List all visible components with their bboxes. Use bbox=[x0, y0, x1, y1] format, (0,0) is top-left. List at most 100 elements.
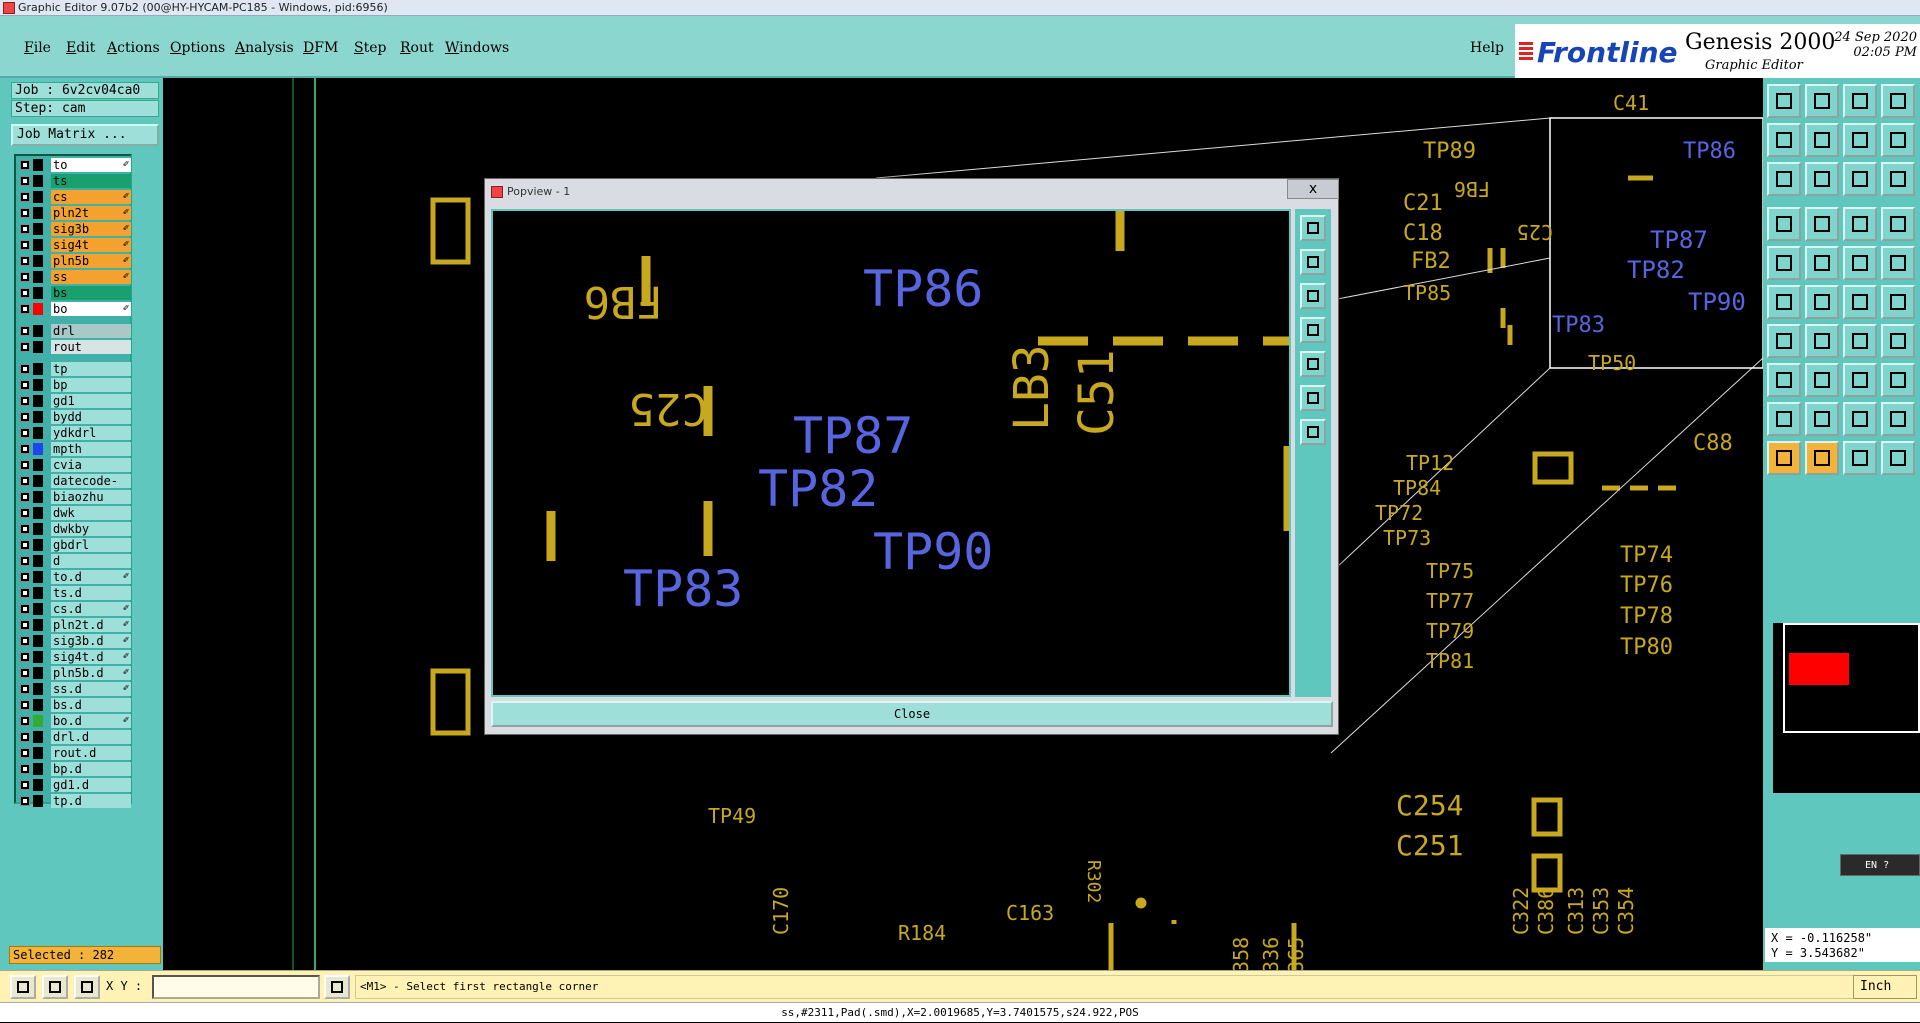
menu-edit[interactable]: Edit bbox=[66, 40, 96, 56]
layer-checkbox[interactable] bbox=[20, 208, 30, 218]
tool-triangle-line-button[interactable] bbox=[1843, 402, 1877, 436]
layer-checkbox[interactable] bbox=[20, 192, 30, 202]
layer-row-biaozhu[interactable]: biaozhu bbox=[18, 490, 131, 504]
layer-checkbox[interactable] bbox=[20, 652, 30, 662]
layer-row-sig4t.d[interactable]: sig4t.d✐ bbox=[18, 650, 131, 664]
layer-row-pln2t.d[interactable]: pln2t.d✐ bbox=[18, 618, 131, 632]
layer-row-pln2t[interactable]: pln2t✐ bbox=[18, 206, 131, 220]
layer-checkbox[interactable] bbox=[20, 524, 30, 534]
menu-analysis[interactable]: Analysis bbox=[235, 40, 294, 56]
layer-row-ydkdrl[interactable]: ydkdrl bbox=[18, 426, 131, 440]
tool-triangle-alt-button[interactable] bbox=[1805, 402, 1839, 436]
layer-row-gd1.d[interactable]: gd1.d bbox=[18, 778, 131, 792]
menu-dfm[interactable]: DFM bbox=[303, 40, 339, 56]
layer-row-dwkby[interactable]: dwkby bbox=[18, 522, 131, 536]
menu-windows[interactable]: Windows bbox=[445, 40, 510, 56]
layer-checkbox[interactable] bbox=[20, 412, 30, 422]
layer-row-ts[interactable]: ts bbox=[18, 174, 131, 188]
tool-pointer-active-button[interactable] bbox=[1805, 441, 1839, 475]
tool-copy-button[interactable] bbox=[1805, 246, 1839, 280]
tool-triangle-alt2-button[interactable] bbox=[1881, 402, 1915, 436]
layer-checkbox[interactable] bbox=[20, 716, 30, 726]
layer-row-drl.d[interactable]: drl.d bbox=[18, 730, 131, 744]
layer-row-ts.d[interactable]: ts.d bbox=[18, 586, 131, 600]
layer-row-gd1[interactable]: gd1 bbox=[18, 394, 131, 408]
layer-row-sig4t[interactable]: sig4t✐ bbox=[18, 238, 131, 252]
layer-checkbox[interactable] bbox=[20, 444, 30, 454]
layer-checkbox[interactable] bbox=[20, 380, 30, 390]
tool-cross-button[interactable] bbox=[1805, 285, 1839, 319]
minimap[interactable] bbox=[1773, 623, 1920, 793]
layer-checkbox[interactable] bbox=[20, 556, 30, 566]
tool-ratio-button[interactable] bbox=[1881, 123, 1915, 157]
tool-pad-button[interactable] bbox=[1881, 246, 1915, 280]
layer-checkbox[interactable] bbox=[20, 572, 30, 582]
tool-zoom-sel-button[interactable] bbox=[1805, 162, 1839, 196]
layer-row-bo.d[interactable]: bo.d✐ bbox=[18, 714, 131, 728]
tool-zoom-fit-button[interactable] bbox=[1767, 162, 1801, 196]
tool-help-button[interactable] bbox=[1881, 162, 1915, 196]
tool-measure-button[interactable] bbox=[1843, 246, 1877, 280]
layer-row-pln5b.d[interactable]: pln5b.d✐ bbox=[18, 666, 131, 680]
tool-layers-alt-button[interactable] bbox=[1881, 207, 1915, 241]
tool-layers-button[interactable] bbox=[1843, 207, 1877, 241]
tool-net-button[interactable] bbox=[1881, 363, 1915, 397]
layer-row-cs[interactable]: cs✐ bbox=[18, 190, 131, 204]
popview-close-x-button[interactable]: x bbox=[1287, 179, 1339, 199]
layer-checkbox[interactable] bbox=[20, 540, 30, 550]
layer-row-ss[interactable]: ss✐ bbox=[18, 270, 131, 284]
layer-row-dwk[interactable]: dwk bbox=[18, 506, 131, 520]
popview-tool-5[interactable] bbox=[1300, 351, 1326, 377]
layer-checkbox[interactable] bbox=[20, 288, 30, 298]
layer-checkbox[interactable] bbox=[20, 732, 30, 742]
layer-checkbox[interactable] bbox=[20, 668, 30, 678]
layer-checkbox[interactable] bbox=[20, 460, 30, 470]
layer-checkbox[interactable] bbox=[20, 796, 30, 806]
job-matrix-button[interactable]: Job Matrix ... bbox=[11, 124, 159, 146]
layer-row-rout.d[interactable]: rout.d bbox=[18, 746, 131, 760]
layer-checkbox[interactable] bbox=[20, 636, 30, 646]
layer-checkbox[interactable] bbox=[20, 748, 30, 758]
tool-link-button[interactable] bbox=[1881, 285, 1915, 319]
layer-checkbox[interactable] bbox=[20, 620, 30, 630]
tool-line-button[interactable] bbox=[1767, 324, 1801, 358]
layer-row-d[interactable]: d bbox=[18, 554, 131, 568]
popview-tool-4[interactable] bbox=[1300, 317, 1326, 343]
tool-polygon-button[interactable] bbox=[1881, 324, 1915, 358]
layer-checkbox[interactable] bbox=[20, 604, 30, 614]
tool-zoom-1to1-button[interactable] bbox=[1843, 162, 1877, 196]
tool-zoom-right-button[interactable] bbox=[1805, 123, 1839, 157]
layer-row-drl[interactable]: drl bbox=[18, 324, 131, 338]
layer-row-bs.d[interactable]: bs.d bbox=[18, 698, 131, 712]
layer-row-tp.d[interactable]: tp.d bbox=[18, 794, 131, 808]
tool-arc-button[interactable] bbox=[1843, 324, 1877, 358]
info-button[interactable] bbox=[324, 975, 350, 999]
menu-actions[interactable]: Actions bbox=[107, 40, 160, 56]
layer-row-mpth[interactable]: mpth bbox=[18, 442, 131, 456]
layer-checkbox[interactable] bbox=[20, 304, 30, 314]
tool-zoom-left-button[interactable] bbox=[1767, 123, 1801, 157]
popview-tool-6[interactable] bbox=[1300, 385, 1326, 411]
layer-row-gbdrl[interactable]: gbdrl bbox=[18, 538, 131, 552]
layer-checkbox[interactable] bbox=[20, 176, 30, 186]
layer-checkbox[interactable] bbox=[20, 256, 30, 266]
popview-tool-7[interactable] bbox=[1300, 419, 1326, 445]
layer-row-to.d[interactable]: to.d✐ bbox=[18, 570, 131, 584]
tool-fit-button[interactable] bbox=[1843, 123, 1877, 157]
snap-button[interactable] bbox=[10, 975, 36, 999]
tool-select-feature-button[interactable] bbox=[1767, 246, 1801, 280]
tool-line-alt-button[interactable] bbox=[1805, 324, 1839, 358]
layer-checkbox[interactable] bbox=[20, 492, 30, 502]
grid-button[interactable] bbox=[74, 975, 100, 999]
tool-pointer-button[interactable] bbox=[1767, 441, 1801, 475]
layer-checkbox[interactable] bbox=[20, 700, 30, 710]
tool-add-net-button[interactable] bbox=[1767, 285, 1801, 319]
layer-checkbox[interactable] bbox=[20, 396, 30, 406]
layer-checkbox[interactable] bbox=[20, 364, 30, 374]
language-indicator[interactable]: EN ? bbox=[1840, 854, 1920, 876]
